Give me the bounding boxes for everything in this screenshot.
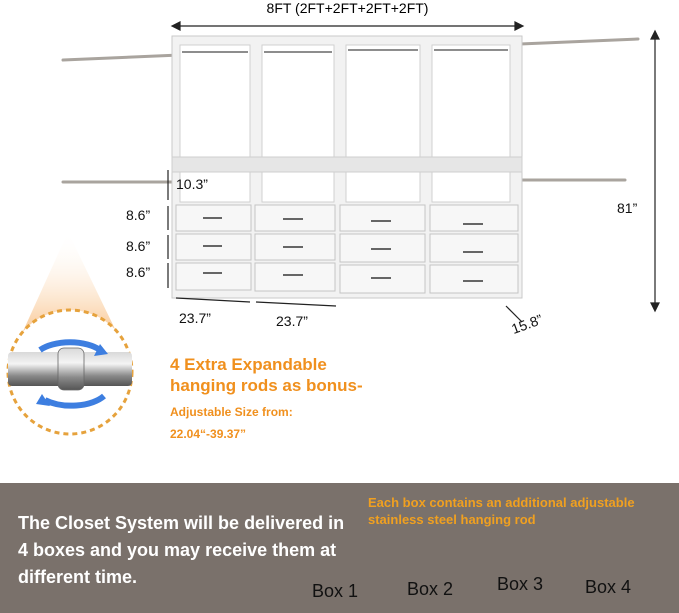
total-width-label: 8FT (2FT+2FT+2FT+2FT) [266, 0, 429, 16]
box-label-4: Box 4 [585, 577, 632, 597]
drawer-height-label-3: 8.6” [126, 264, 151, 280]
box-note: Each box contains an additional adjustab… [368, 495, 635, 527]
height-arrow [650, 29, 660, 313]
cubby-height-label: 10.3” [176, 176, 208, 192]
rod-closeup [6, 232, 134, 436]
delivery-band [0, 483, 679, 613]
unit-width-label-1: 23.7” [179, 310, 211, 326]
width-arrow [170, 21, 525, 31]
unit-width-label-2: 23.7” [276, 313, 308, 329]
rods-size-label: Adjustable Size from: [170, 405, 293, 419]
box-label-3: Box 3 [497, 574, 544, 594]
rods-headline-line1: 4 Extra Expandable [170, 355, 327, 374]
height-label: 81” [617, 200, 638, 216]
drawer-height-label-2: 8.6” [126, 238, 151, 254]
box-label-1: Box 1 [312, 581, 359, 601]
rods-size-range: 22.04“-39.37” [170, 427, 247, 441]
box-label-2: Box 2 [407, 579, 454, 599]
drawer-dimension-marks [167, 170, 523, 323]
delivery-main-text: The Closet System will be delivered in 4… [18, 513, 345, 587]
hanging-rods [61, 37, 640, 184]
drawer-height-label-1: 8.6” [126, 207, 151, 223]
closet-unit [171, 35, 523, 299]
rods-headline-line2: hanging rods as bonus- [170, 376, 363, 395]
